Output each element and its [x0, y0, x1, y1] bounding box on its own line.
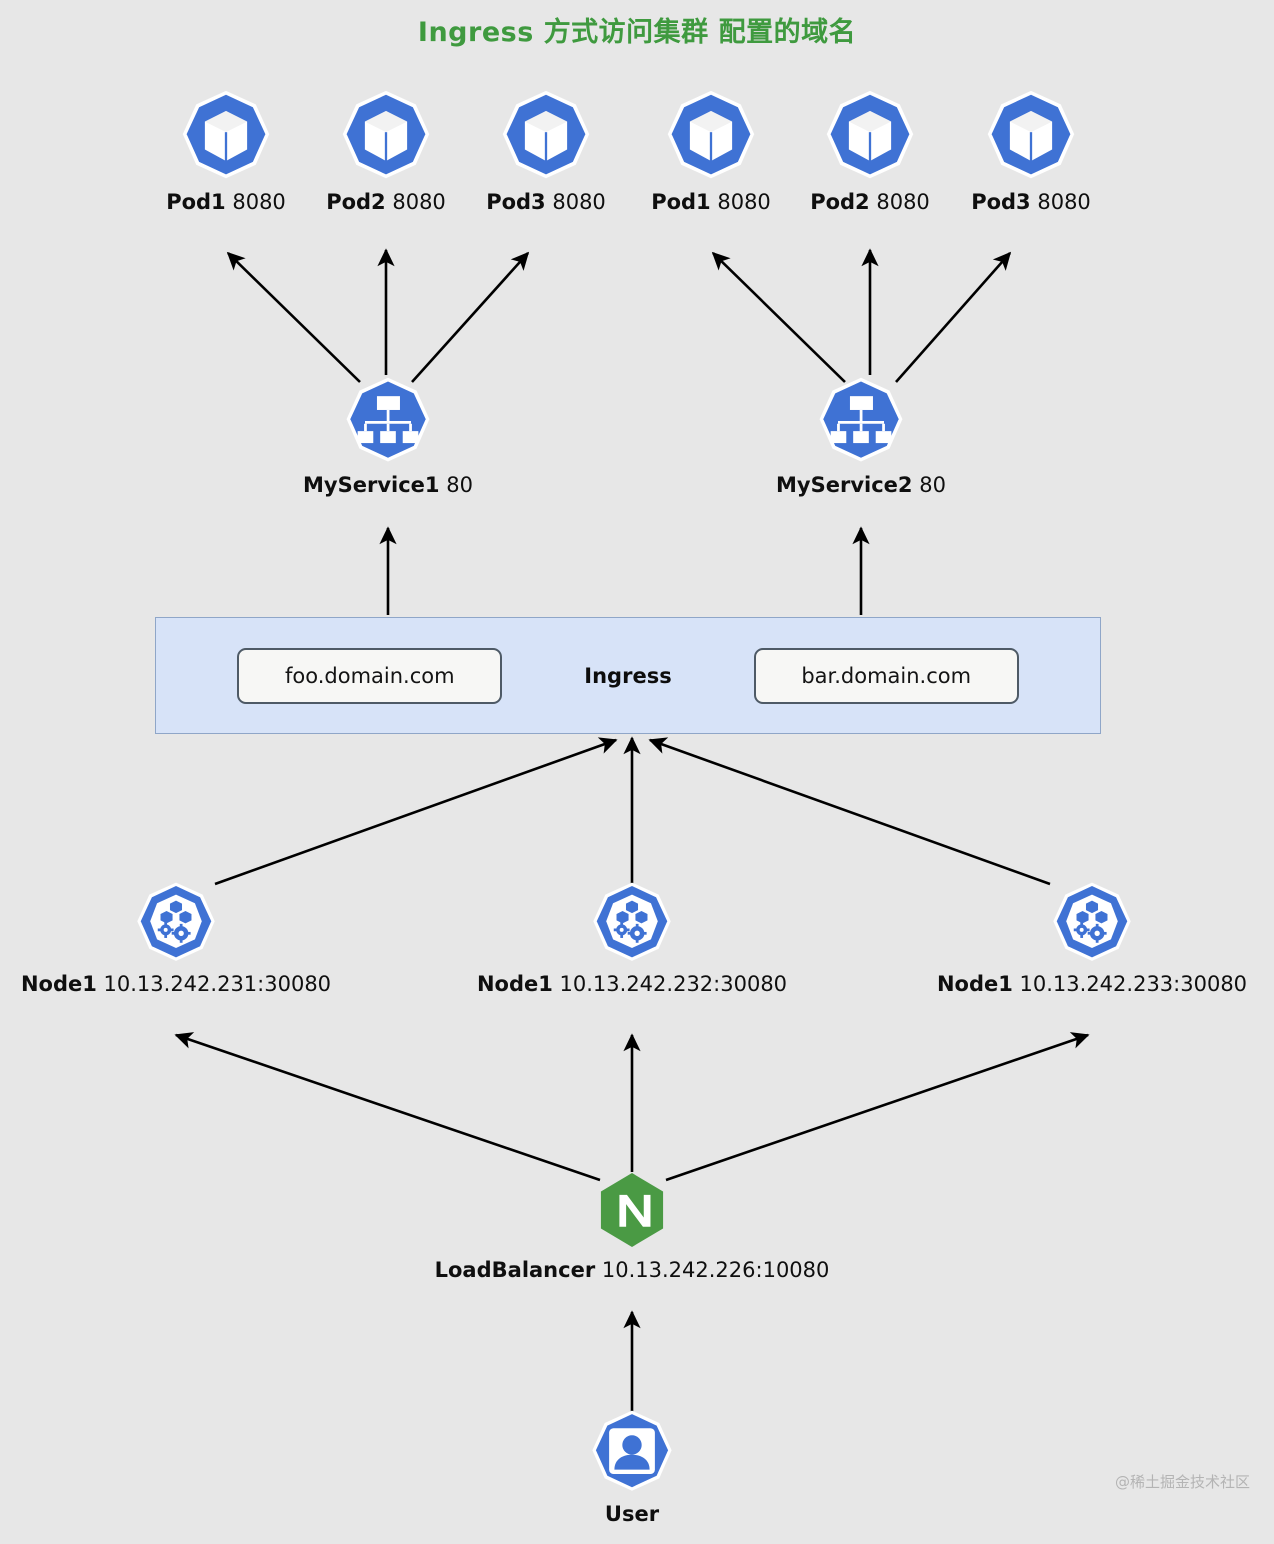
pod-cube-icon	[983, 88, 1079, 184]
pod-node-4[interactable]: Pod2 8080	[796, 88, 944, 214]
load-balancer-node[interactable]: LoadBalancer 10.13.242.226:10080	[435, 1168, 829, 1282]
cluster-node-address-2: 10.13.242.233:30080	[1019, 972, 1248, 996]
watermark: @稀土掘金技术社区	[1114, 1473, 1250, 1491]
load-balancer-address: 10.13.242.226:10080	[601, 1258, 830, 1282]
k8s-node-icon	[133, 880, 219, 966]
pod-label-1: Pod2 8080	[326, 190, 446, 214]
pod-cube-icon	[338, 88, 434, 184]
service-label-0: MyService1 80	[303, 473, 473, 497]
cluster-node-name-0: Node1	[20, 972, 97, 996]
edge-service1-pod3	[411, 251, 530, 383]
nginx-icon	[590, 1168, 674, 1252]
edge-node3-ingress	[648, 737, 1051, 886]
cluster-node-name-2: Node1	[936, 972, 1013, 996]
service-port-1: 80	[919, 473, 946, 497]
pod-port-3: 8080	[717, 190, 771, 214]
ingress-domain-value-1: bar.domain.com	[801, 663, 972, 688]
ingress-band: foo.domain.com Ingress bar.domain.com	[155, 617, 1101, 734]
edge-service2-pod1	[711, 251, 846, 383]
pod-port-2: 8080	[552, 190, 606, 214]
ingress-domain-box-1[interactable]: bar.domain.com	[753, 647, 1019, 704]
ingress-label: Ingress	[584, 663, 672, 688]
cluster-node-1[interactable]: Node1 10.13.242.232:30080	[477, 880, 787, 996]
pod-label-5: Pod3 8080	[971, 190, 1091, 214]
service-port-0: 80	[446, 473, 473, 497]
cluster-node-label-0: Node1 10.13.242.231:30080	[21, 972, 331, 996]
service-label-1: MyService2 80	[776, 473, 946, 497]
pod-node-2[interactable]: Pod3 8080	[472, 88, 620, 214]
pod-label-0: Pod1 8080	[166, 190, 286, 214]
cluster-node-address-0: 10.13.242.231:30080	[103, 972, 332, 996]
cluster-node-label-2: Node1 10.13.242.233:30080	[937, 972, 1247, 996]
service-name-0: MyService1	[303, 473, 440, 497]
pod-name-0: Pod1	[166, 190, 226, 214]
pod-cube-icon	[178, 88, 274, 184]
pod-label-3: Pod1 8080	[651, 190, 771, 214]
page-title-cn: 方式访问集群 配置的域名	[543, 17, 857, 48]
pod-label-4: Pod2 8080	[810, 190, 930, 214]
ingress-band-inner: foo.domain.com Ingress bar.domain.com	[156, 647, 1100, 704]
edge-node1-ingress	[214, 737, 618, 886]
page-title: Ingress 方式访问集群 配置的域名	[0, 10, 1274, 49]
cluster-node-2[interactable]: Node1 10.13.242.233:30080	[937, 880, 1247, 996]
k8s-node-icon	[589, 880, 675, 966]
edge-lb-node1	[174, 1032, 601, 1182]
ingress-domain-value-0: foo.domain.com	[285, 663, 455, 688]
service-tree-icon	[342, 375, 434, 467]
service-tree-icon	[815, 375, 907, 467]
load-balancer-name: LoadBalancer	[434, 1258, 596, 1282]
pod-name-4: Pod2	[810, 190, 870, 214]
edge-service2-pod3	[895, 251, 1012, 383]
pod-cube-icon	[822, 88, 918, 184]
pod-port-5: 8080	[1037, 190, 1091, 214]
edge-lb-node3	[665, 1032, 1090, 1182]
page-title-en: Ingress	[417, 17, 534, 48]
cluster-node-0[interactable]: Node1 10.13.242.231:30080	[21, 880, 331, 996]
pod-node-1[interactable]: Pod2 8080	[312, 88, 460, 214]
pod-name-5: Pod3	[971, 190, 1031, 214]
pod-name-1: Pod2	[326, 190, 386, 214]
pod-label-2: Pod3 8080	[486, 190, 606, 214]
service-name-1: MyService2	[776, 473, 913, 497]
user-node[interactable]: User	[568, 1408, 696, 1526]
cluster-node-name-1: Node1	[476, 972, 553, 996]
k8s-node-icon	[1049, 880, 1135, 966]
pod-port-1: 8080	[392, 190, 446, 214]
user-person-icon	[588, 1408, 676, 1496]
pod-node-5[interactable]: Pod3 8080	[957, 88, 1105, 214]
cluster-node-label-1: Node1 10.13.242.232:30080	[477, 972, 787, 996]
cluster-node-address-1: 10.13.242.232:30080	[559, 972, 788, 996]
pod-node-3[interactable]: Pod1 8080	[637, 88, 785, 214]
pod-name-3: Pod1	[651, 190, 711, 214]
pod-port-0: 8080	[232, 190, 286, 214]
user-label: User	[605, 1502, 659, 1526]
load-balancer-label: LoadBalancer 10.13.242.226:10080	[435, 1258, 830, 1282]
pod-node-0[interactable]: Pod1 8080	[152, 88, 300, 214]
pod-cube-icon	[498, 88, 594, 184]
service-node-0[interactable]: MyService1 80	[295, 375, 481, 497]
service-node-1[interactable]: MyService2 80	[768, 375, 954, 497]
ingress-domain-box-0[interactable]: foo.domain.com	[237, 647, 503, 704]
user-name: User	[604, 1502, 660, 1526]
pod-port-4: 8080	[876, 190, 930, 214]
pod-name-2: Pod3	[486, 190, 546, 214]
edge-service1-pod1	[226, 251, 361, 383]
pod-cube-icon	[663, 88, 759, 184]
